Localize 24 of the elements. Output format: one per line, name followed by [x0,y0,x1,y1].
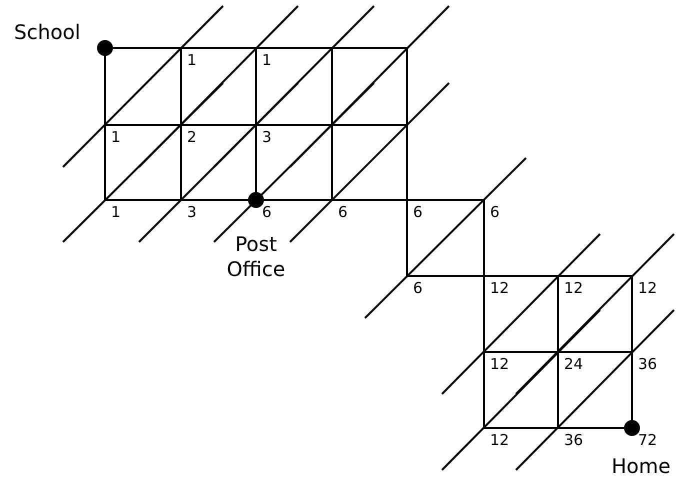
path-count: 1 [187,52,197,69]
path-count: 6 [262,204,272,221]
path-count: 36 [638,356,658,373]
path-count: 6 [413,204,423,221]
place-name: School [14,20,82,45]
path-count: 3 [187,204,197,221]
path-count: 3 [262,129,272,146]
path-count: 1 [262,52,272,69]
place-name: Home [610,454,672,478]
path-count: 12 [490,280,510,297]
path-count: 6 [338,204,348,221]
path-count: 1 [111,129,121,146]
place-name: Post Office [226,232,286,282]
path-count: 12 [638,280,658,297]
path-count: 72 [638,432,658,449]
path-count: 2 [187,129,197,146]
path-count: 6 [413,280,423,297]
path-count: 12 [564,280,584,297]
path-count: 36 [564,432,584,449]
path-count: 6 [490,204,500,221]
path-count: 1 [111,204,121,221]
path-count: 12 [490,356,510,373]
path-count: 12 [490,432,510,449]
path-count: 24 [564,356,584,373]
